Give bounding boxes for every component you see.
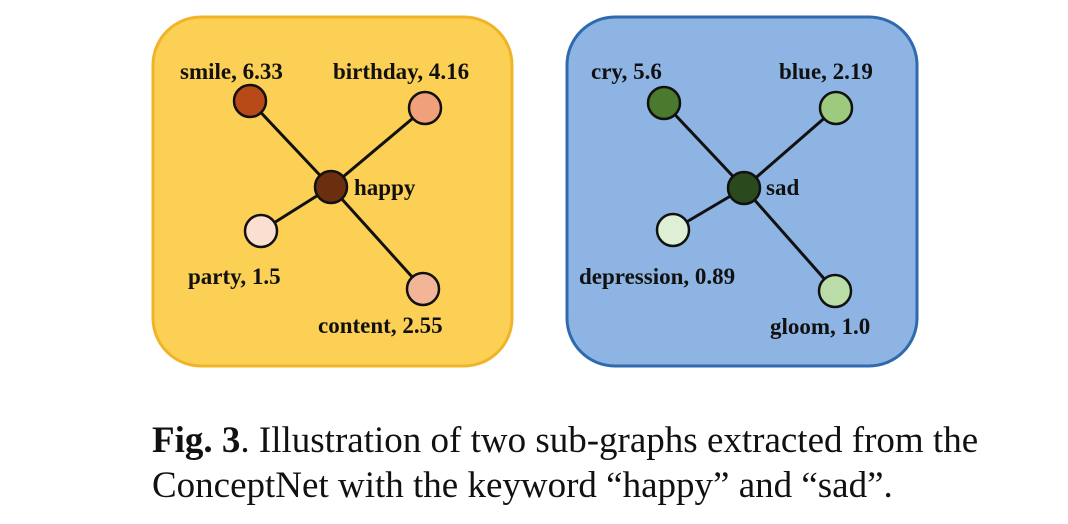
node-birthday <box>407 90 443 126</box>
label-smile: smile, 6.33 <box>180 59 283 84</box>
node-depression <box>655 212 691 248</box>
node-party <box>243 213 279 249</box>
caption-text: . Illustration of two sub-graphs extract… <box>152 420 979 506</box>
figure-caption: Fig. 3. Illustration of two sub-graphs e… <box>152 418 1052 508</box>
edge-sad-cry <box>662 101 746 190</box>
node-content <box>405 271 441 307</box>
label-depression: depression, 0.89 <box>579 264 735 289</box>
edge-happy-smile <box>248 99 333 189</box>
label-birthday: birthday, 4.16 <box>333 59 469 84</box>
edge-happy-content <box>329 185 425 291</box>
happy-subgraph: happy smile, 6.33 birthday, 4.16 party, … <box>151 15 514 368</box>
label-sad-center: sad <box>766 175 799 200</box>
label-gloom: gloom, 1.0 <box>770 314 870 339</box>
figure-diagram: happy smile, 6.33 birthday, 4.16 party, … <box>151 15 919 368</box>
sad-subgraph: sad cry, 5.6 blue, 2.19 depression, 0.89… <box>565 15 919 368</box>
label-cry: cry, 5.6 <box>591 59 662 84</box>
edge-sad-gloom <box>742 187 837 292</box>
node-gloom <box>817 273 853 309</box>
label-blue: blue, 2.19 <box>779 59 873 84</box>
node-smile <box>232 83 268 119</box>
label-party: party, 1.5 <box>188 264 281 289</box>
node-sad-center <box>726 170 762 206</box>
node-cry <box>646 85 682 121</box>
label-content: content, 2.55 <box>318 313 443 338</box>
edge-sad-blue <box>743 106 837 190</box>
label-happy-center: happy <box>354 175 416 200</box>
node-happy-center <box>313 169 349 205</box>
node-blue <box>818 90 854 126</box>
caption-fig-label: Fig. 3 <box>152 420 241 461</box>
edge-happy-birthday <box>330 106 426 189</box>
